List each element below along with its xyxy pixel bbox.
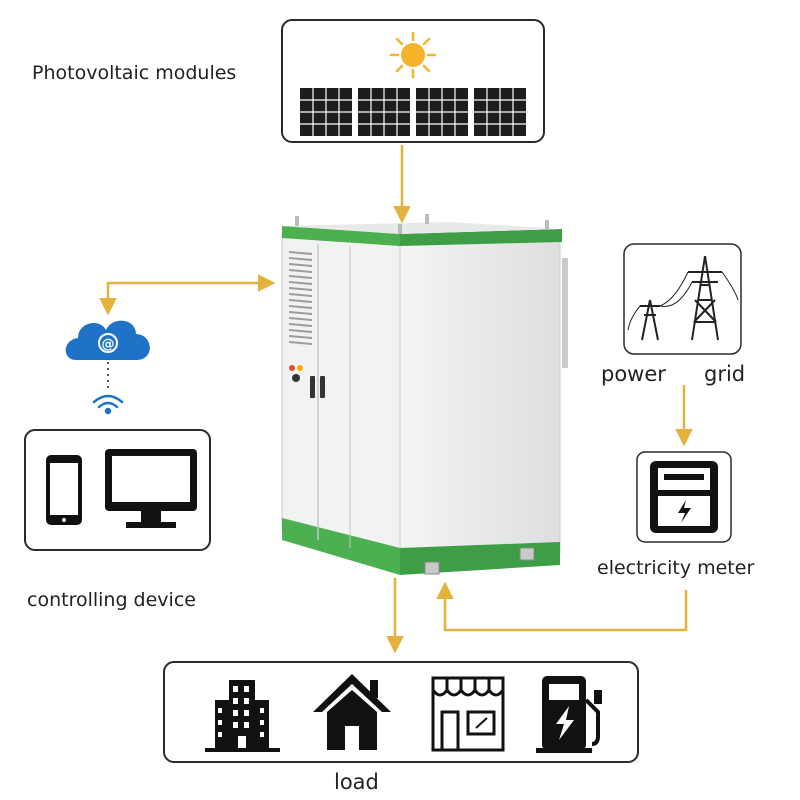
power-grid-box bbox=[623, 243, 742, 355]
arrow-cloud-cabinet bbox=[99, 274, 276, 316]
controlling-device-box bbox=[24, 429, 211, 551]
office-building-icon bbox=[205, 680, 280, 752]
connector-arrows bbox=[99, 145, 693, 654]
arrow-meter-to-cabinet bbox=[436, 581, 688, 632]
svg-text:@: @ bbox=[102, 337, 115, 352]
ev-charger-icon bbox=[536, 676, 602, 753]
load-label: load bbox=[334, 770, 379, 794]
monitor-icon bbox=[105, 449, 197, 528]
cloud-at-icon: @ bbox=[65, 320, 150, 360]
photovoltaic-modules-label: Photovoltaic modules bbox=[32, 62, 237, 84]
grid-label: grid bbox=[704, 362, 746, 386]
sun-icon bbox=[389, 31, 437, 79]
load-box bbox=[163, 661, 639, 763]
transmission-tower-icon bbox=[627, 255, 739, 341]
house-icon bbox=[313, 674, 391, 750]
electricity-meter-box bbox=[636, 451, 732, 543]
electricity-meter-label: electricity meter bbox=[597, 557, 755, 579]
shop-icon bbox=[431, 676, 505, 752]
energy-storage-cabinet bbox=[281, 214, 568, 575]
smartphone-icon bbox=[46, 455, 82, 525]
power-label: power bbox=[601, 362, 666, 386]
electricity-meter-icon bbox=[650, 461, 718, 533]
wifi-icon bbox=[92, 394, 124, 415]
controlling-device-label: controlling device bbox=[27, 589, 196, 611]
photovoltaic-panel-box bbox=[281, 19, 545, 143]
solar-panel-icon bbox=[300, 88, 526, 136]
